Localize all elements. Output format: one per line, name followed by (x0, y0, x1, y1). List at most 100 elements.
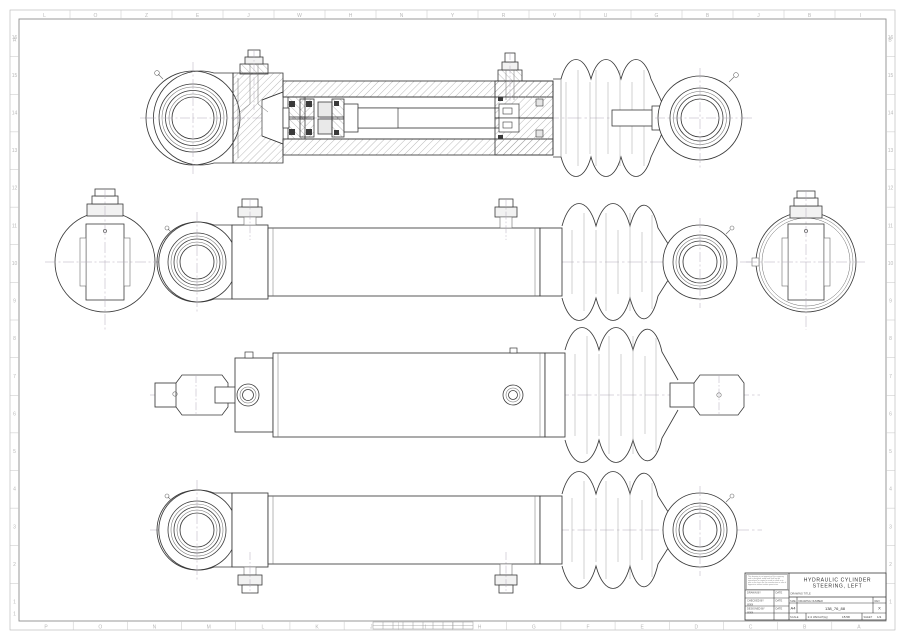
zone-left-1: 15 (12, 73, 18, 79)
field-label-date-1: DATE (776, 590, 783, 594)
zone-left-12: 4 (13, 487, 16, 493)
corner-marks: A B 1 (13, 37, 893, 617)
elev-barrel (267, 227, 541, 297)
zone-bottom-15: A (857, 624, 861, 630)
zone-right-12: 4 (889, 487, 892, 493)
zone-bottom-4: L (261, 624, 264, 630)
bot-left-cap (231, 492, 269, 594)
size-label: SIZE (790, 599, 796, 603)
bot-left-rod-eye (156, 480, 238, 580)
drawing-number-label: DRAWING NUMBER (799, 599, 824, 603)
zone-top-9: R (502, 13, 506, 19)
zone-left-8: 8 (13, 336, 16, 342)
zone-right-0: 16 (888, 35, 894, 41)
zone-right-15: 1 (889, 600, 892, 606)
zone-top-10: V (553, 13, 557, 19)
zone-left-7: 9 (13, 299, 16, 305)
zone-right-6: 10 (888, 261, 894, 267)
field-label-date-2: DATE (776, 598, 783, 602)
zone-bottom-2: N (153, 624, 157, 630)
zone-top-3: E (196, 13, 200, 19)
left-port-boss (239, 49, 269, 113)
zone-right-9: 7 (889, 374, 892, 380)
corner-label-top-right: B (888, 37, 892, 43)
zone-bottom-11: E (640, 624, 644, 630)
zone-left-4: 12 (12, 186, 18, 192)
elev-right-rod-eye (662, 218, 738, 308)
field-label-date-3: DATE (776, 606, 783, 610)
bot-gland (494, 495, 563, 594)
sheet-label: SHEET (864, 615, 873, 619)
elev-left-rod-eye (156, 212, 238, 312)
gland-head-section (494, 80, 554, 156)
bellows-boot-section (553, 59, 667, 177)
elev-gland (494, 198, 563, 297)
piston-rod-section (343, 103, 515, 133)
bot-right-rod-eye (662, 486, 738, 576)
zone-top-2: Z (145, 13, 148, 19)
elev-left-cap (231, 198, 269, 300)
plan-left-cap (234, 351, 274, 433)
scale-label: SCALE (790, 615, 799, 619)
zone-right-11: 5 (889, 449, 892, 455)
zone-bottom-14: B (803, 624, 807, 630)
zone-right-10: 6 (889, 411, 892, 417)
plan-barrel (272, 352, 546, 438)
zone-left-3: 13 (12, 148, 18, 154)
zone-right-3: 13 (888, 148, 894, 154)
bot-barrel (267, 495, 541, 565)
elev-bellows-boot (561, 203, 673, 321)
field-value-designed-by: XXX (747, 610, 753, 614)
zone-right-1: 15 (888, 73, 894, 79)
rev-value: X (878, 606, 881, 611)
zone-top-11: U (604, 13, 608, 19)
field-label-drawn-by: DRAWN BY (747, 590, 761, 594)
title-block-disclaimer: This drawing is not property of the comp… (748, 576, 787, 587)
zone-left-5: 11 (12, 223, 17, 229)
drawing-number-value: 138_76_88 (825, 606, 846, 611)
zone-left-14: 2 (13, 562, 16, 568)
side-elevation-view (155, 198, 762, 321)
zone-left-15: 1 (13, 600, 16, 606)
zone-left-11: 5 (13, 449, 16, 455)
weight-label: WEIGHT(kg) (813, 615, 828, 619)
zone-bottom-7: I (425, 624, 426, 630)
field-label-checked-by: CHECKED BY (747, 598, 764, 602)
zone-top-16: I (860, 13, 861, 19)
zone-bottom-6: J (370, 624, 373, 630)
drawing-title-line-2: STEERING, LEFT (813, 584, 863, 590)
cylinder-cap-section (232, 72, 284, 164)
plan-right-clevis (669, 374, 745, 416)
title-block: This drawing is not property of the comp… (744, 572, 887, 621)
zone-right-4: 12 (888, 186, 894, 192)
zone-bottom-5: K (315, 624, 319, 630)
bottom-elevation-view (150, 471, 762, 594)
zone-top-5: W (297, 13, 302, 19)
plan-bellows-boot (564, 327, 679, 463)
right-port-boss (497, 52, 523, 104)
piston-assembly (282, 96, 345, 140)
zone-top-14: J (757, 13, 760, 19)
zone-top-12: G (655, 13, 659, 19)
zone-right-14: 2 (889, 562, 892, 568)
field-value-checked-by: XXX (747, 602, 753, 606)
zone-bottom-0: P (44, 624, 48, 630)
plan-gland (502, 347, 566, 438)
section-view (140, 49, 752, 177)
zone-bottom-10: F (586, 624, 589, 630)
zone-right-8: 8 (889, 336, 892, 342)
zone-bottom-3: M (207, 624, 211, 630)
right-end-view (746, 190, 866, 330)
zone-bottom-8: H (478, 624, 482, 630)
left-end-view (45, 188, 168, 330)
zone-bottom-13: C (749, 624, 753, 630)
zone-top-8: Y (451, 13, 455, 19)
zone-left-6: 10 (12, 261, 18, 267)
drawing-title-caption: DRAWING TITLE (791, 592, 811, 596)
